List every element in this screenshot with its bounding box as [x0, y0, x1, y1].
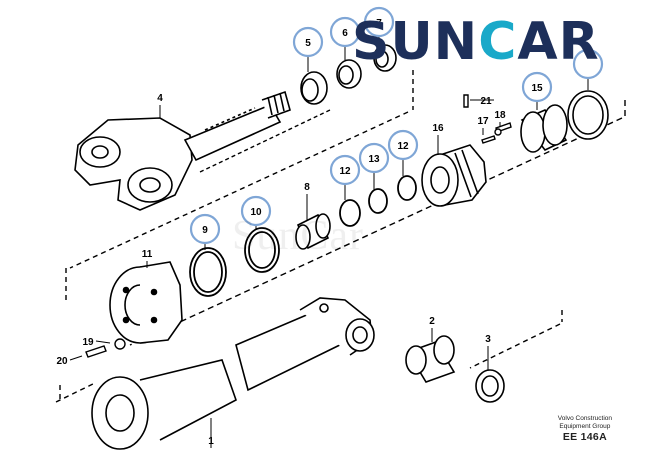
- callout-p20: 20: [56, 355, 83, 367]
- top-seal-set: [300, 44, 397, 105]
- part-number-label: 10: [250, 207, 262, 218]
- suncar-logo: SUNCAR: [352, 10, 644, 76]
- leader-line: [95, 340, 111, 344]
- part-number-label: 4: [157, 93, 163, 104]
- cylinder-tube-part: [91, 297, 375, 450]
- head-seal-set: [189, 227, 280, 297]
- callout-p18: 18: [494, 110, 506, 126]
- part-number-label: 5: [305, 38, 311, 49]
- part-number-label: 21: [480, 96, 492, 107]
- callout-p17: 17: [477, 116, 489, 135]
- callout-p1: 1: [208, 418, 214, 448]
- bushing-and-seal: [405, 335, 505, 403]
- part-number-label: 3: [485, 334, 491, 345]
- callout-p5: 5: [292, 26, 324, 72]
- callout-p7: 7: [363, 6, 395, 45]
- part-number-label: 17: [477, 116, 489, 127]
- plate-line-2: Equipment Group: [559, 423, 611, 430]
- part-number-label: 2: [429, 316, 435, 327]
- callout-p16: 16: [432, 123, 444, 155]
- part-number-label: 18: [494, 110, 506, 121]
- part-number-label: 12: [397, 141, 409, 152]
- cylinder-head-part: [109, 261, 183, 344]
- callout-p12a: 12: [329, 154, 361, 200]
- part-number-label: 20: [56, 356, 68, 367]
- bolt-and-washer: [85, 338, 126, 358]
- callout-p13: 13: [358, 142, 390, 190]
- highlight-ring: [189, 213, 221, 245]
- piston-seal-set: [339, 175, 417, 227]
- piston-rod-part: [74, 90, 291, 211]
- part-number-label: 16: [432, 123, 444, 134]
- highlight-ring: [521, 71, 553, 103]
- highlight-ring: [292, 26, 324, 58]
- part-number-label: 1: [208, 436, 214, 447]
- highlight-ring: [363, 6, 395, 38]
- highlight-ring: [387, 129, 419, 161]
- part-number-label: 19: [82, 337, 94, 348]
- callout-p8: 8: [304, 182, 310, 220]
- highlight-ring: [240, 195, 272, 227]
- callout-p3: 3: [485, 334, 491, 370]
- part-number-label: 13: [368, 154, 380, 165]
- piston-part: [421, 144, 487, 207]
- small-hardware: [463, 94, 512, 144]
- brand-text-left: SUN: [352, 12, 479, 72]
- part-number-label: 15: [531, 83, 543, 94]
- highlight-ring: [358, 142, 390, 174]
- highlight-ring: [329, 16, 361, 48]
- bushing-8-part: [295, 213, 331, 250]
- brand-text-right: AR: [517, 12, 600, 72]
- callout-p21: 21: [470, 96, 494, 107]
- callout-p4: 4: [157, 93, 163, 118]
- part-number-label: 11: [142, 249, 153, 260]
- callout-p10: 10: [240, 195, 272, 230]
- assembly-axis-lines: [55, 70, 626, 403]
- brand-c-letter: C: [478, 12, 518, 72]
- callout-p22: [572, 48, 604, 90]
- callout-p11: 11: [142, 249, 153, 268]
- callout-p2: 2: [429, 316, 435, 342]
- callout-p19: 19: [82, 337, 111, 348]
- highlight-ring: [329, 154, 361, 186]
- drawing-plate: Volvo Construction Equipment Group EE 14…: [558, 415, 612, 444]
- callout-p12b: 12: [387, 129, 419, 176]
- brand-wordmark: SUNCAR: [352, 12, 600, 72]
- part-number-label: 9: [202, 225, 208, 236]
- watermark: SunCar: [232, 213, 364, 259]
- leader-line: [69, 355, 83, 361]
- callout-p9: 9: [189, 213, 221, 250]
- part-number-label: 7: [376, 18, 382, 29]
- part-number-label: 8: [304, 182, 310, 193]
- callout-p6: 6: [329, 16, 361, 60]
- piston-ring-set: [520, 90, 609, 153]
- part-number-label: 6: [342, 28, 348, 39]
- part-number-label: 12: [339, 166, 351, 177]
- plate-code: EE 146A: [562, 431, 607, 443]
- highlight-ring: [572, 48, 604, 80]
- callout-p15: 15: [521, 71, 553, 110]
- plate-line-1: Volvo Construction: [557, 415, 612, 422]
